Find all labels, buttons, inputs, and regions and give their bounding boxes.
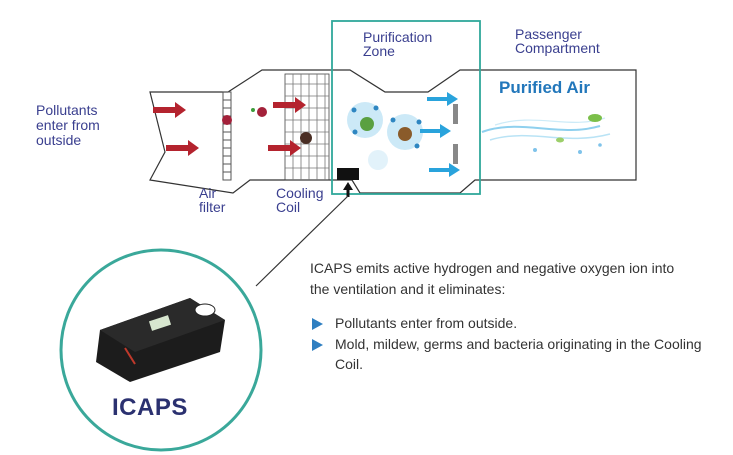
label-cooling-coil: Cooling Coil xyxy=(276,185,324,215)
germ-icons xyxy=(222,107,312,144)
bullet-item: Pollutants enter from outside. xyxy=(335,315,518,331)
icaps-device-image xyxy=(96,298,225,382)
label-purification-zone: Purification Zone xyxy=(363,29,433,59)
emitter-pointer-arrow xyxy=(343,182,353,197)
leaf-icon xyxy=(556,137,564,143)
red-arrow xyxy=(153,102,186,118)
label-purified-air: Purified Air xyxy=(499,78,590,97)
germ-icon xyxy=(360,117,374,131)
red-arrow xyxy=(166,140,199,156)
bullet-item: Mold, mildew, germs and bacteria origina… xyxy=(335,336,702,372)
clean-air-arrows xyxy=(420,92,460,177)
cooling-coil-grid xyxy=(284,73,330,181)
ion-clusters xyxy=(347,102,423,170)
label-pollutants: Pollutants enter from outside xyxy=(36,102,100,148)
ion-bubble xyxy=(368,150,388,170)
germ-icon xyxy=(251,108,255,112)
vent-bars xyxy=(453,104,458,164)
bullet-icon xyxy=(312,318,323,330)
blue-arrow xyxy=(427,92,458,106)
germ-icon xyxy=(222,115,232,125)
blue-arrow xyxy=(420,124,451,138)
purification-zone-box xyxy=(331,20,481,195)
label-air-filter: Air filter xyxy=(199,185,226,215)
red-arrow xyxy=(273,97,306,113)
germ-icon xyxy=(257,107,267,117)
callout-line xyxy=(255,195,349,287)
purified-air-swirl xyxy=(481,114,611,154)
description-intro: ICAPS emits active hydrogen and negative… xyxy=(310,260,675,297)
blue-arrow xyxy=(429,163,460,177)
air-filter-grid xyxy=(222,91,232,181)
bullet-icon xyxy=(312,339,323,351)
germ-icon xyxy=(398,127,412,141)
device-name: ICAPS xyxy=(112,394,188,421)
pollutant-arrows xyxy=(153,97,306,156)
label-passenger-compartment: Passenger Compartment xyxy=(515,26,600,56)
icaps-emitter xyxy=(337,168,359,180)
red-arrow xyxy=(268,140,301,156)
mold-icon xyxy=(300,132,312,144)
leaf-icon xyxy=(588,114,602,122)
